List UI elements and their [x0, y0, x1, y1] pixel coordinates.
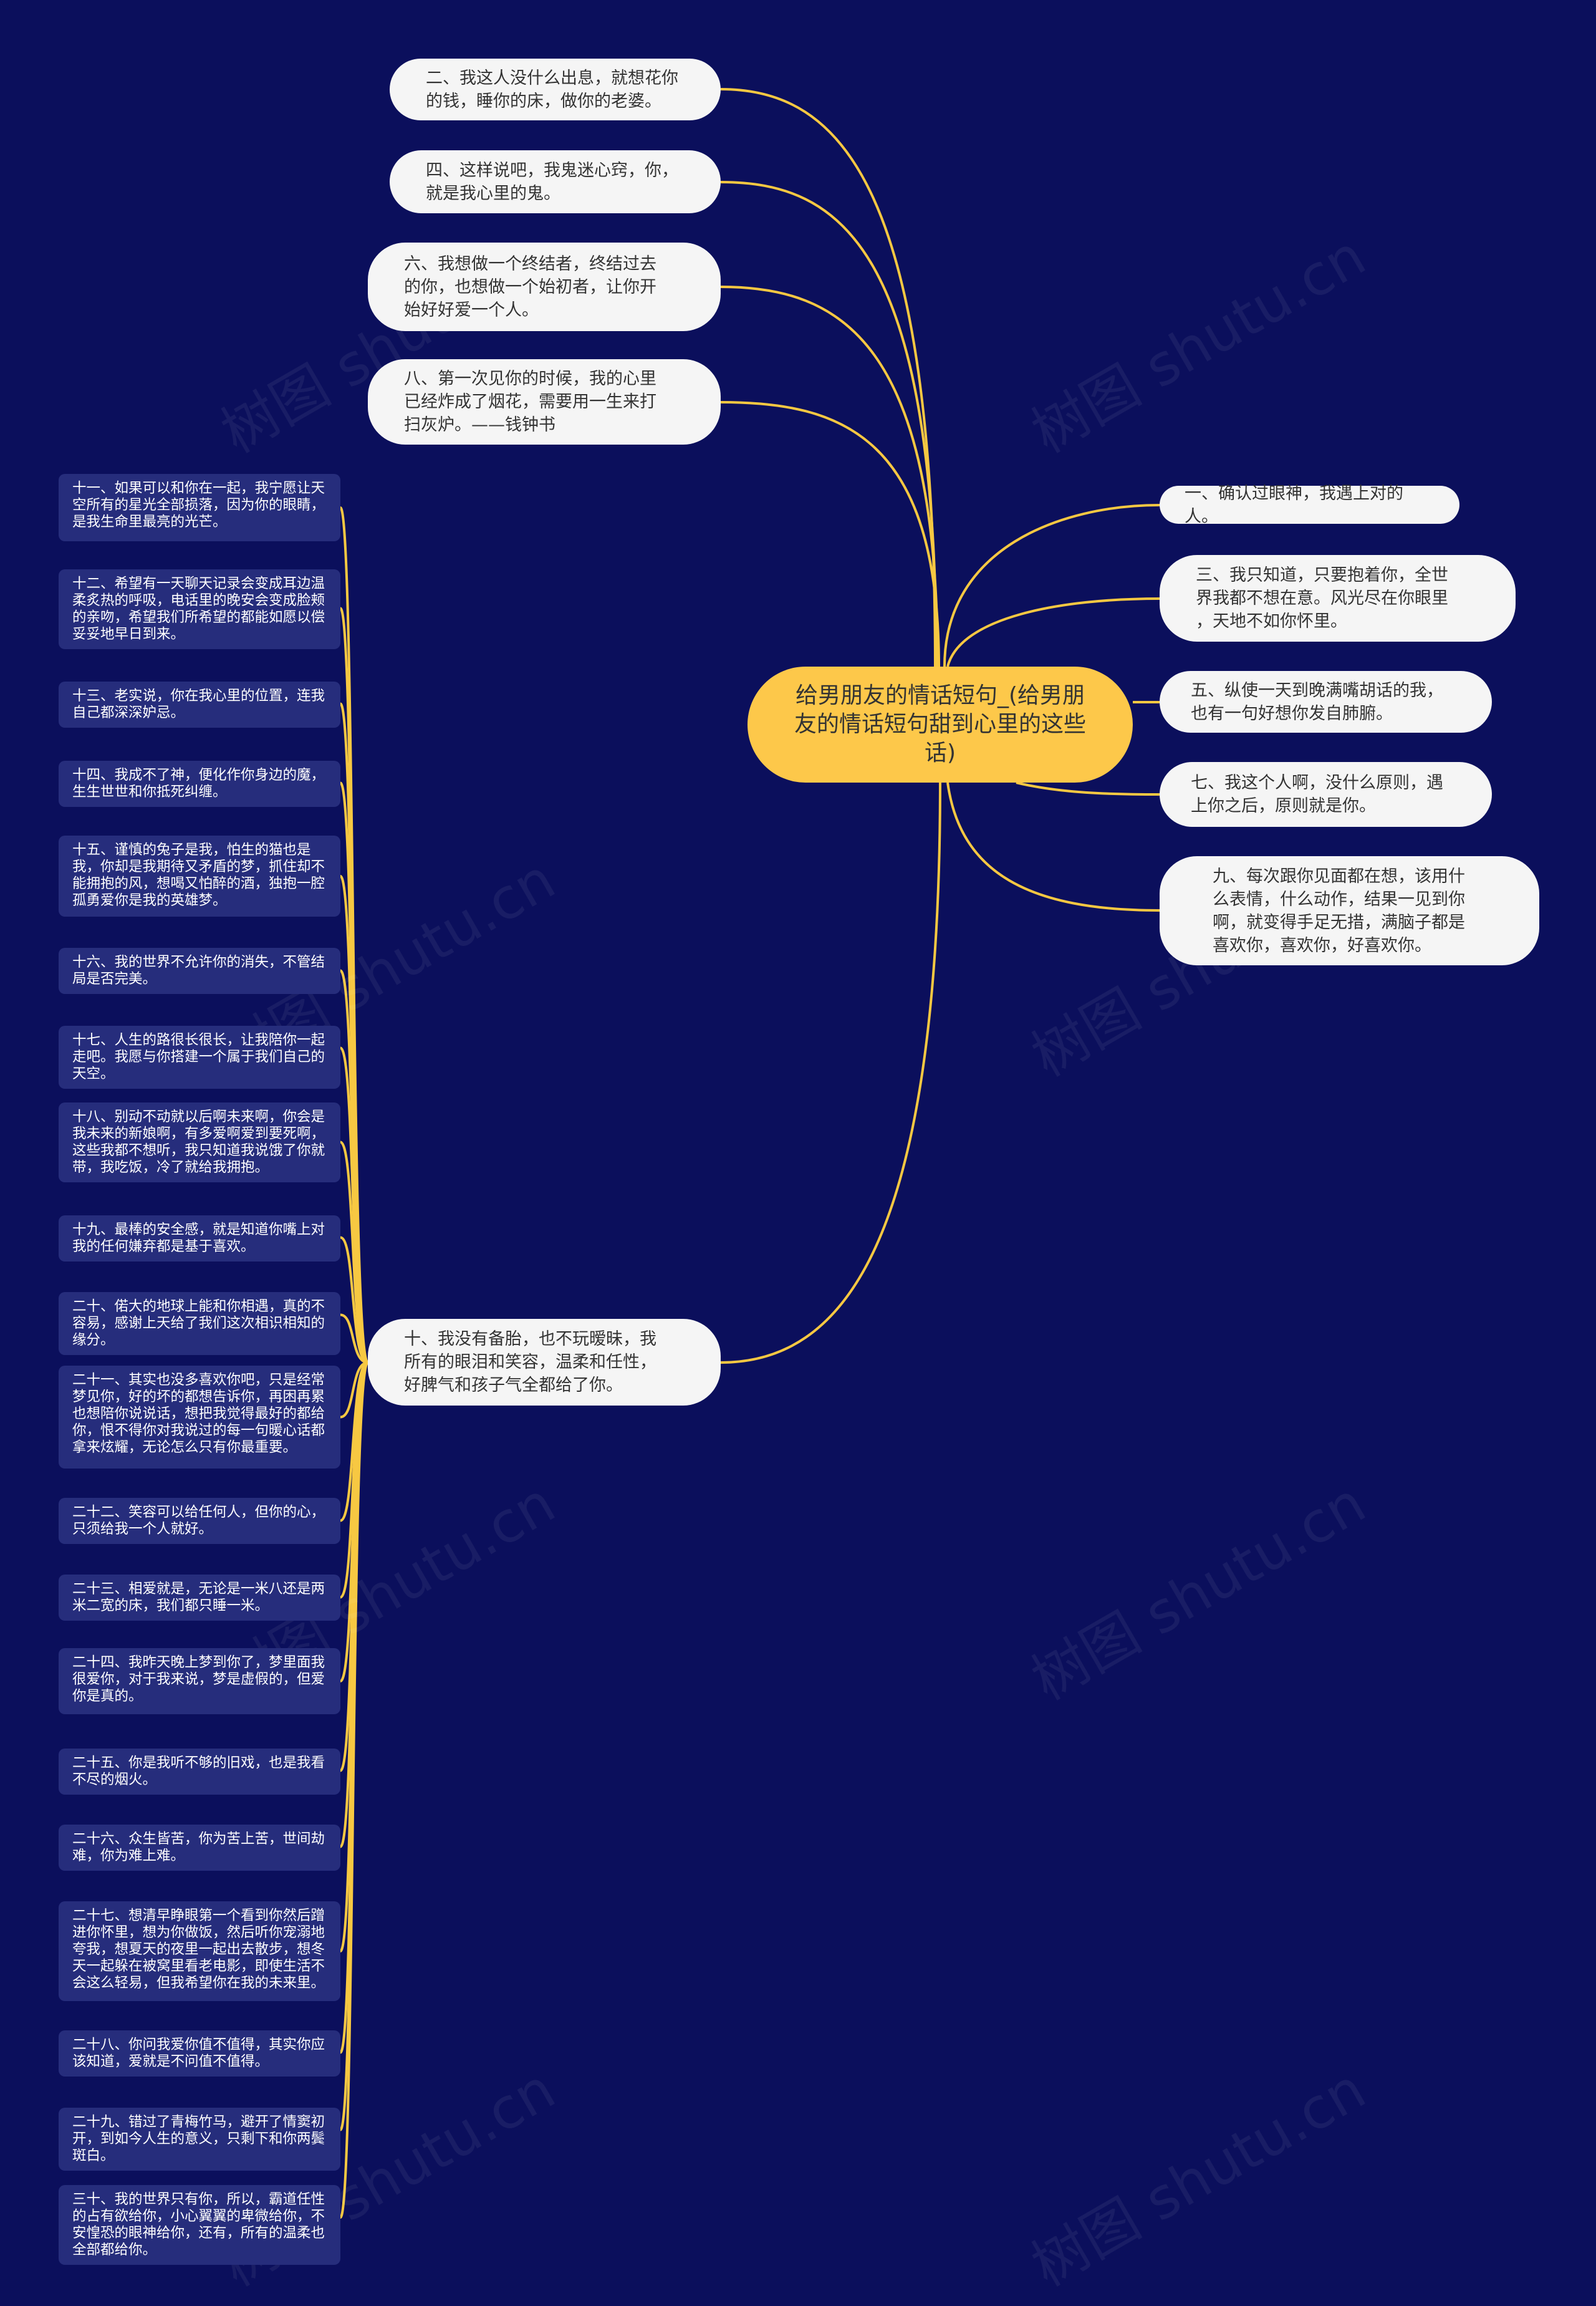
sub-topic-node-13[interactable]: 十三、老实说，你在我心里的位置，连我自己都深深妒忌。 — [59, 682, 340, 728]
sub-topic-node-18[interactable]: 十八、别动不动就以后啊未来啊，你会是我未来的新娘啊，有多爱啊爱到要死啊，这些我都… — [59, 1102, 340, 1182]
topic-node-7[interactable]: 七、我这个人啊，没什么原则，遇 上你之后，原则就是你。 — [1160, 762, 1492, 827]
sub-topic-node-16[interactable]: 十六、我的世界不允许你的消失，不管结局是否完美。 — [59, 948, 340, 994]
link-topic-10-sub-node-18 — [339, 1141, 368, 1364]
sub-topic-node-27[interactable]: 二十七、想清早睁眼第一个看到你然后蹭进你怀里，想为你做饭，然后听你宠溺地夸我，想… — [59, 1901, 340, 2001]
link-center-top-node-3 — [720, 286, 939, 667]
link-center-top-node-4 — [720, 401, 940, 667]
topic-node-3[interactable]: 三、我只知道，只要抱着你，全世 界我都不想在意。风光尽在你眼里 ，天地不如你怀里… — [1160, 555, 1516, 642]
sub-topic-node-14[interactable]: 十四、我成不了神，便化作你身边的魔，生生世世和你抵死纠缠。 — [59, 761, 340, 807]
topic-node-4[interactable]: 四、这样说吧，我鬼迷心窍，你， 就是我心里的鬼。 — [390, 150, 721, 213]
link-center-top-node-5 — [720, 782, 941, 1364]
link-center-right-node-4 — [1016, 781, 1160, 796]
sub-topic-node-19[interactable]: 十九、最棒的安全感，就是知道你嘴上对我的任何嫌弃都是基于喜欢。 — [59, 1215, 340, 1262]
sub-topic-node-15[interactable]: 十五、谨慎的兔子是我，怕生的猫也是我，你却是我期待又矛盾的梦，抓住却不能拥抱的风… — [59, 836, 340, 917]
sub-topic-node-28[interactable]: 二十八、你问我爱你值不值得，其实你应该知道，爱就是不问值不值得。 — [59, 2030, 340, 2077]
sub-topic-node-25[interactable]: 二十五、你是我听不够的旧戏，也是我看不尽的烟火。 — [59, 1749, 340, 1795]
sub-topic-node-23[interactable]: 二十三、相爱就是，无论是一米八还是两米二宽的床，我们都只睡一米。 — [59, 1575, 340, 1621]
topic-node-9[interactable]: 九、每次跟你见面都在想，该用什 么表情，什么动作，结果一见到你 啊，就变得手足无… — [1160, 856, 1539, 965]
link-topic-10-sub-node-30 — [339, 1361, 369, 2219]
sub-topic-node-21[interactable]: 二十一、其实也没多喜欢你吧，只是经常梦见你，好的坏的都想告诉你，再困再累也想陪你… — [59, 1366, 340, 1469]
link-center-right-node-1 — [943, 504, 1160, 667]
sub-topic-node-20[interactable]: 二十、偌大的地球上能和你相遇，真的不容易，感谢上天给了我们这次相识相知的缘分。 — [59, 1292, 340, 1355]
sub-topic-node-22[interactable]: 二十二、笑容可以给任何人，但你的心，只须给我一个人就好。 — [59, 1498, 340, 1544]
sub-topic-node-11[interactable]: 十一、如果可以和你在一起，我宁愿让天空所有的星光全部损落，因为你的眼睛，是我生命… — [59, 474, 340, 541]
link-center-top-node-2 — [720, 181, 938, 667]
topic-node-8[interactable]: 八、第一次见你的时候，我的心里 已经炸成了烟花，需要用一生来打 扫灰炉。——钱钟… — [368, 359, 721, 445]
topic-node-2[interactable]: 二、我这人没什么出息，就想花你 的钱，睡你的床，做你的老婆。 — [390, 59, 721, 120]
link-center-right-node-2 — [946, 597, 1160, 667]
sub-topic-node-30[interactable]: 三十、我的世界只有你，所以，霸道任性的占有欲给你，小心翼翼的卑微给你，不安惶恐的… — [59, 2185, 340, 2265]
topic-node-10[interactable]: 十、我没有备胎，也不玩暧昧，我 所有的眼泪和笑容，温柔和任性， 好脾气和孩子气全… — [368, 1319, 721, 1406]
link-center-top-node-1 — [720, 88, 936, 667]
topic-node-6[interactable]: 六、我想做一个终结者，终结过去 的你，也想做一个始初者，让你开 始好好爱一个人。 — [368, 243, 721, 331]
sub-topic-node-24[interactable]: 二十四、我昨天晚上梦到你了，梦里面我很爱你，对于我来说，梦是虚假的，但爱你是真的… — [59, 1648, 340, 1714]
sub-topic-node-17[interactable]: 十七、人生的路很长很长，让我陪你一起走吧。我愿与你搭建一个属于我们自己的天空。 — [59, 1026, 340, 1089]
link-topic-10-sub-node-21 — [340, 1361, 368, 1419]
sub-topic-node-29[interactable]: 二十九、错过了青梅竹马，避开了情窦初开，到如今人生的意义，只剩下和你两鬓斑白。 — [59, 2108, 340, 2171]
sub-topic-node-26[interactable]: 二十六、众生皆苦，你为苦上苦，世间劫难，你为难上难。 — [59, 1825, 340, 1871]
central-topic[interactable]: 给男朋友的情话短句_(给男朋友的情话短句甜到心里的这些话) — [748, 667, 1133, 783]
link-center-right-node-5 — [946, 782, 1160, 912]
topic-node-5[interactable]: 五、纵使一天到晚满嘴胡话的我， 也有一句好想你发自肺腑。 — [1160, 671, 1492, 733]
link-topic-10-sub-node-19 — [340, 1236, 368, 1364]
link-topic-10-sub-node-20 — [340, 1313, 368, 1364]
sub-topic-node-12[interactable]: 十二、希望有一天聊天记录会变成耳边温柔炙热的呼吸，电话里的晚安会变成脸颊的亲吻，… — [59, 569, 340, 649]
topic-node-1[interactable]: 一、确认过眼神，我遇上对的人。 — [1160, 484, 1459, 526]
